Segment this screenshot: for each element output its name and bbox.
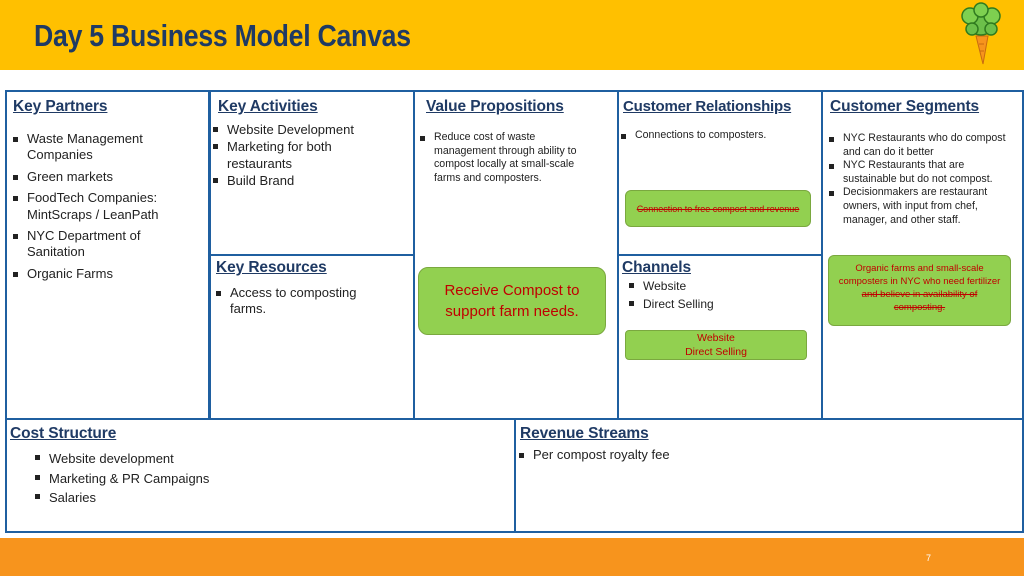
list-item: Green markets: [12, 169, 192, 185]
key-resources-title: Key Resources: [216, 259, 327, 276]
value-propositions-list: Reduce cost of waste management through …: [419, 131, 597, 185]
list-item: Marketing for both restaurants: [212, 138, 382, 172]
cost-structure-title: Cost Structure: [10, 425, 117, 442]
page-title: Day 5 Business Model Canvas: [34, 18, 411, 53]
note-line: Website: [697, 332, 735, 344]
value-propositions-title: Value Propositions: [426, 98, 564, 115]
note-text: Connection to free compost and revenue: [636, 203, 800, 214]
list-item: FoodTech Companies: MintScraps / LeanPat…: [12, 190, 192, 223]
customer-relationships-title: Customer Relationships: [623, 98, 792, 115]
channels-note: Website Direct Selling: [625, 330, 807, 360]
list-item: Build Brand: [212, 172, 382, 189]
customer-segments-note: Organic farms and small-scale composters…: [828, 255, 1011, 326]
list-item: Organic Farms: [12, 266, 192, 282]
key-activities-title: Key Activities: [218, 98, 318, 115]
customer-relationships-note: Connection to free compost and revenue: [625, 190, 811, 227]
value-propositions-note: Receive Compost to support farm needs.: [418, 267, 606, 335]
note-line: Direct Selling: [685, 346, 747, 358]
value-propositions-box: [413, 90, 619, 420]
list-item: Marketing & PR Campaigns: [34, 469, 334, 489]
channels-list: Website Direct Selling: [628, 277, 788, 313]
header-bar: [0, 0, 1024, 70]
revenue-streams-list: Per compost royalty fee: [518, 447, 818, 463]
list-item: Website: [628, 277, 788, 295]
key-partners-title: Key Partners: [13, 98, 108, 115]
key-resources-list: Access to composting farms.: [215, 285, 395, 318]
list-item: Reduce cost of waste management through …: [419, 131, 597, 185]
revenue-streams-box: [514, 418, 1024, 533]
list-item: Salaries: [34, 488, 334, 508]
list-item: Waste Management Companies: [12, 131, 192, 164]
list-item: Access to composting farms.: [215, 285, 395, 318]
channels-title: Channels: [622, 259, 691, 276]
cost-structure-list: Website development Marketing & PR Campa…: [34, 449, 334, 508]
customer-segments-title: Customer Segments: [830, 98, 980, 115]
list-item: Direct Selling: [628, 295, 788, 313]
list-item: Website Development: [212, 121, 382, 138]
list-item: Decisionmakers are restaurant owners, wi…: [828, 186, 1008, 227]
list-item: Per compost royalty fee: [518, 447, 818, 463]
revenue-streams-title: Revenue Streams: [520, 425, 649, 442]
cost-structure-box: [5, 418, 516, 533]
list-item: NYC Restaurants that are sustainable but…: [828, 159, 1008, 186]
key-activities-list: Website Development Marketing for both r…: [212, 121, 382, 189]
list-item: NYC Department of Sanitation: [12, 228, 192, 261]
note-text: Receive Compost to support farm needs.: [444, 282, 580, 320]
key-resources-box: [209, 254, 415, 420]
key-partners-list: Waste Management Companies Green markets…: [12, 131, 192, 282]
customer-relationships-list: Connections to composters.: [620, 129, 810, 143]
list-item: NYC Restaurants who do compost and can d…: [828, 132, 1008, 159]
note-text: Organic farms and small-scale composters…: [838, 263, 1001, 287]
footer-bar: [0, 538, 1024, 576]
carrot-logo-icon: [961, 2, 1001, 65]
customer-segments-list: NYC Restaurants who do compost and can d…: [828, 132, 1008, 227]
list-item: Website development: [34, 449, 334, 469]
list-item: Connections to composters.: [620, 129, 810, 143]
note-text-struck: and believe in availability of compostin…: [861, 289, 978, 313]
page-number: 7: [926, 553, 932, 563]
